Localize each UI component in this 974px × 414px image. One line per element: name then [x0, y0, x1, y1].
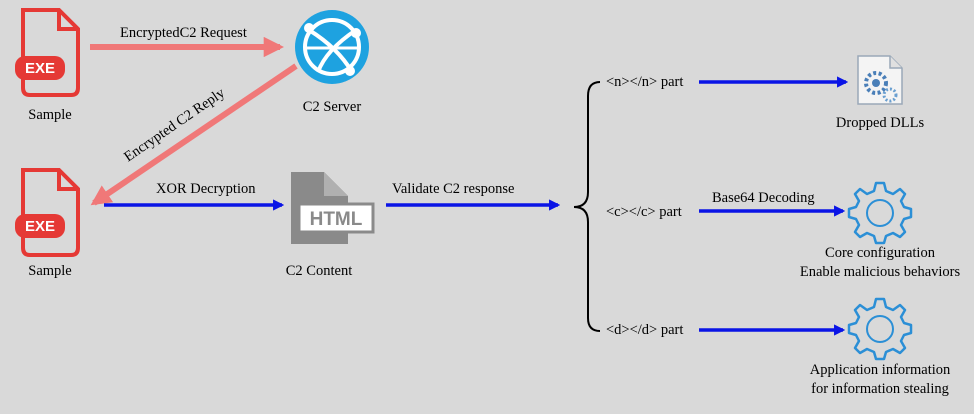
exe-badge-bottom: EXE: [25, 218, 55, 235]
n-part-label: <n></n> part: [606, 74, 684, 90]
c2-server-label: C2 Server: [302, 99, 362, 115]
app-info-line2: for information stealing: [811, 381, 949, 397]
sample-label-bottom: Sample: [28, 263, 72, 279]
gear-icon: [847, 181, 913, 245]
dll-file-icon: [857, 55, 903, 105]
exe-file-icon: EXE: [15, 168, 80, 257]
request-label: EncryptedC2 Request: [120, 25, 247, 41]
part-brace: [573, 81, 601, 332]
d-part-label: <d></d> part: [606, 322, 684, 338]
dropped-dlls-label: Dropped DLLs: [835, 115, 925, 131]
sample-label-top: Sample: [28, 107, 72, 123]
core-config-line1: Core configuration: [825, 245, 935, 261]
c2-content-label: C2 Content: [285, 263, 353, 279]
gear-icon: [847, 297, 913, 361]
html-file-icon: HTML: [291, 172, 375, 244]
base64-label: Base64 Decoding: [712, 190, 815, 206]
app-info-line1: Application information: [809, 362, 951, 378]
c-part-label: <c></c> part: [606, 204, 682, 220]
xor-label: XOR Decryption: [156, 181, 256, 197]
validate-label: Validate C2 response: [392, 181, 515, 197]
html-badge: HTML: [310, 209, 363, 230]
reply-arrow: [90, 63, 298, 206]
exe-file-icon: EXE: [15, 8, 80, 97]
globe-icon: [295, 10, 369, 84]
core-config-line2: Enable malicious behaviors: [799, 264, 961, 280]
exe-badge-top: EXE: [25, 60, 55, 77]
